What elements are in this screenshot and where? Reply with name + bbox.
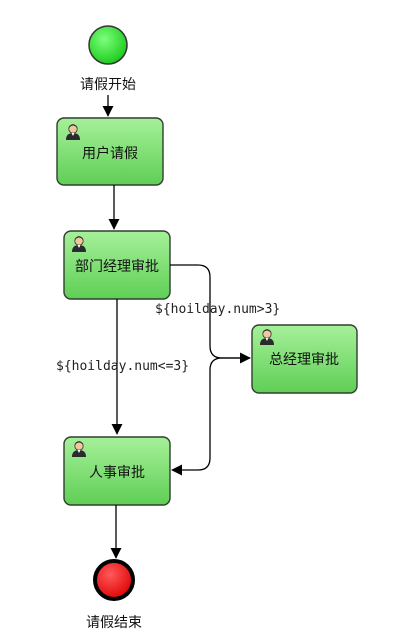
task-general-manager[interactable]: 总经理审批: [251, 324, 358, 394]
end-event[interactable]: [93, 559, 135, 601]
start-event-label: 请假开始: [80, 77, 136, 93]
task-user-request-label: 用户请假: [82, 145, 138, 162]
flow-dept-to-general-manager[interactable]: [170, 264, 251, 364]
condition-greater-than-3: ${hoilday.num>3}: [155, 302, 280, 317]
task-dept-manager[interactable]: 部门经理审批: [63, 230, 171, 300]
task-hr-label: 人事审批: [89, 465, 145, 481]
task-dept-manager-label: 部门经理审批: [75, 259, 159, 275]
task-user-request[interactable]: 用户请假: [56, 117, 164, 186]
flow-general-manager-to-hr[interactable]: [171, 357, 250, 476]
end-event-label: 请假结束: [86, 615, 142, 631]
start-event[interactable]: [88, 25, 128, 65]
task-general-manager-label: 总经理审批: [269, 352, 339, 368]
condition-less-or-equal-3: ${hoilday.num<=3}: [56, 359, 189, 374]
task-hr[interactable]: 人事审批: [63, 436, 171, 506]
